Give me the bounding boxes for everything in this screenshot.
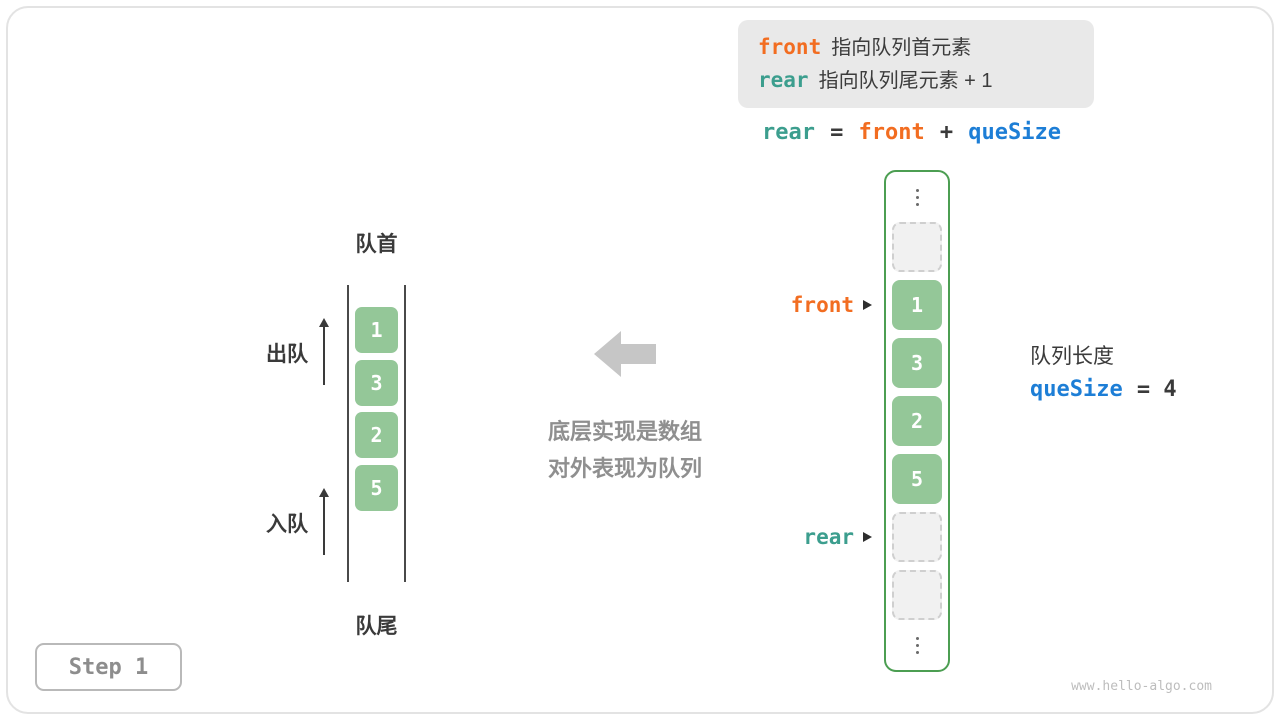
- array-cell-value: 5: [892, 454, 942, 504]
- array-cell-value: 1: [892, 280, 942, 330]
- enqueue-up-arrow-icon: [318, 488, 330, 555]
- arrow-right-icon: [863, 532, 872, 542]
- queue-item: 5: [355, 465, 398, 511]
- watermark: www.hello-algo.com: [1071, 679, 1212, 694]
- legend-line-front: front 指向队列首元素: [758, 31, 1074, 64]
- array-cell-value: 3: [892, 338, 942, 388]
- dequeue-up-arrow-icon: [318, 318, 330, 385]
- arrow-right-icon: [863, 300, 872, 310]
- ellipsis-bottom-icon: [915, 628, 919, 662]
- implementation-caption: 底层实现是数组 对外表现为队列: [495, 413, 755, 487]
- quesize-value: = 4: [1136, 377, 1177, 402]
- quesize-variable: queSize: [1030, 377, 1123, 402]
- caption-line-1: 底层实现是数组: [547, 419, 702, 444]
- dequeue-label: 出队: [266, 343, 308, 366]
- step-badge: Step 1: [35, 643, 182, 691]
- array-cell-value: 2: [892, 396, 942, 446]
- queue-item: 2: [355, 412, 398, 458]
- queue-head-label: 队首: [355, 233, 398, 256]
- equation-rear: rear: [762, 120, 815, 145]
- queue-tail-label: 队尾: [355, 615, 398, 638]
- legend-line-rear: rear 指向队列尾元素 + 1: [758, 64, 1074, 97]
- ellipsis-top-icon: [915, 180, 919, 214]
- front-keyword: front: [758, 35, 822, 59]
- equation-front: front: [858, 120, 925, 145]
- enqueue-label: 入队: [266, 513, 308, 536]
- queue-length-label: 队列长度: [1030, 345, 1114, 368]
- equation-plus: +: [939, 120, 954, 145]
- queue-item: 1: [355, 307, 398, 353]
- left-block-arrow-icon: [594, 331, 656, 382]
- pointer-legend-box: front 指向队列首元素 rear 指向队列尾元素 + 1: [738, 20, 1094, 108]
- rear-pointer: rear: [700, 524, 872, 550]
- queue-length-equation: queSize = 4: [1030, 376, 1185, 402]
- rear-description: 指向队列尾元素 + 1: [818, 70, 993, 92]
- caption-line-2: 对外表现为队列: [547, 456, 702, 481]
- queue-rails: 1 3 2 5: [347, 285, 406, 582]
- queue-item: 3: [355, 360, 398, 406]
- front-pointer-label: front: [790, 293, 854, 317]
- array-cell-empty: [892, 222, 942, 272]
- array-container: 1 3 2 5: [884, 170, 950, 672]
- rear-pointer-label: rear: [803, 525, 854, 549]
- array-cell-empty: [892, 570, 942, 620]
- equation-quesize: queSize: [968, 120, 1061, 145]
- rear-keyword: rear: [758, 68, 809, 92]
- front-description: 指向队列首元素: [831, 37, 972, 59]
- equation-equals: =: [830, 120, 844, 145]
- pointer-equation: rear = front + queSize: [762, 119, 1070, 145]
- array-cell-empty: [892, 512, 942, 562]
- front-pointer: front: [700, 292, 872, 318]
